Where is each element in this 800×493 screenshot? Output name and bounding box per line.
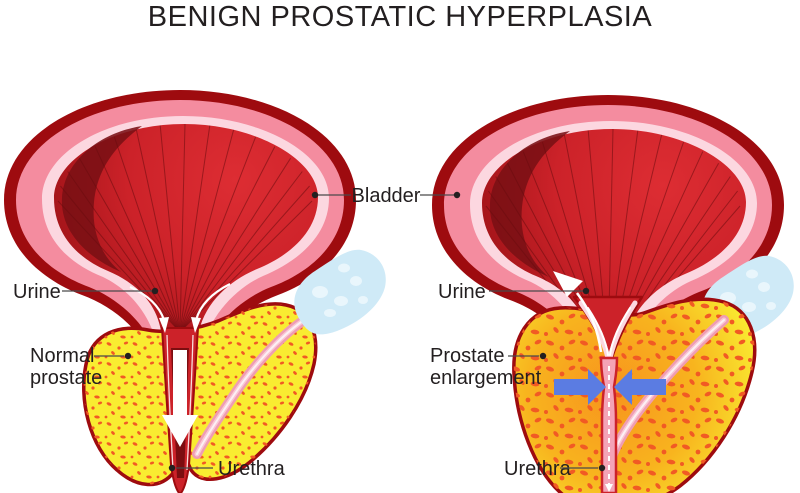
left-ejaculatory-duct [192,315,309,459]
bladder-fold-line [60,185,181,331]
right-urine-label: Urine [438,281,486,303]
left-panel-illustration [4,90,386,493]
bladder-fold-line [78,157,181,331]
right-neck-mucosa-lining [578,300,638,361]
normal-prostate-label-line1: Normal [30,345,94,367]
bladder-label: Bladder [352,185,421,207]
urine-backflow-arrow [553,271,603,353]
bladder-fold-line [179,171,303,331]
bladder-fold-line [159,125,181,331]
bladder-fold-line [179,157,292,331]
prostate-enlargement-label-line1: Prostate [430,345,504,367]
label-dot [598,464,606,472]
left-urine-label-group: Urine [13,281,159,303]
bladder-fold-line [135,129,181,331]
urine-flow-arrows [129,283,231,447]
left-urethra-highlight [166,334,174,471]
flow-curve-right [194,283,231,321]
label-dot [582,287,590,295]
bladder-fold-line [179,125,211,331]
flow-arrowhead [191,317,201,333]
right-urethra-tip-arrow [605,484,613,492]
bladder-fold-line [179,146,276,331]
label-dot [151,287,159,295]
backflow-curve [576,292,603,353]
label-dot [311,191,319,199]
right-panel-illustration [432,95,794,493]
compression-arrow-right [614,369,666,405]
bladder-fold-line [179,129,235,331]
bladder-fold-line [113,136,181,331]
labels: Bladder Urine Normal prostate Urethra Ur… [13,185,606,480]
right-urethra-label-group: Urethra [504,458,606,480]
label-dot [539,352,547,360]
bladder-fold-line [179,124,186,331]
left-urethra-highlight [186,334,194,471]
prostate-enlargement-label-line2: enlargement [430,367,542,389]
bladder-fold-line [179,200,313,331]
bladder-fold-line [179,136,257,331]
bladder-label-group: Bladder [311,185,461,207]
right-urethra-label: Urethra [504,458,572,480]
left-urethra-label-group: Urethra [168,458,286,480]
flow-arrowhead [159,317,169,333]
left-prostate-speckles [83,303,316,485]
bladder-fold-line [67,171,181,331]
page-title: BENIGN PROSTATIC HYPERPLASIA [147,1,653,33]
duct-core [196,319,305,455]
lining-white-left [587,307,609,356]
compression-arrow-left [554,369,606,405]
lining-white-right [609,307,631,356]
normal-prostate-label-line2: prostate [30,367,102,389]
backflow-arrowhead [553,271,583,297]
right-urethra-compressed [599,356,619,493]
label-dot [124,352,132,360]
prostate-enlargement-label-group: Prostate enlargement [430,345,547,389]
left-urethra-label: Urethra [218,458,286,480]
right-urine-label-group: Urine [438,281,590,303]
left-urine-label: Urine [13,281,61,303]
flow-curve-left [129,285,166,321]
normal-prostate-label-group: Normal prostate [30,345,132,389]
label-dot [168,464,176,472]
left-bladder-fold-lines [57,124,313,331]
bladder-fold-line [94,146,181,331]
label-dot [453,191,461,199]
down-flow-arrow [162,350,198,447]
